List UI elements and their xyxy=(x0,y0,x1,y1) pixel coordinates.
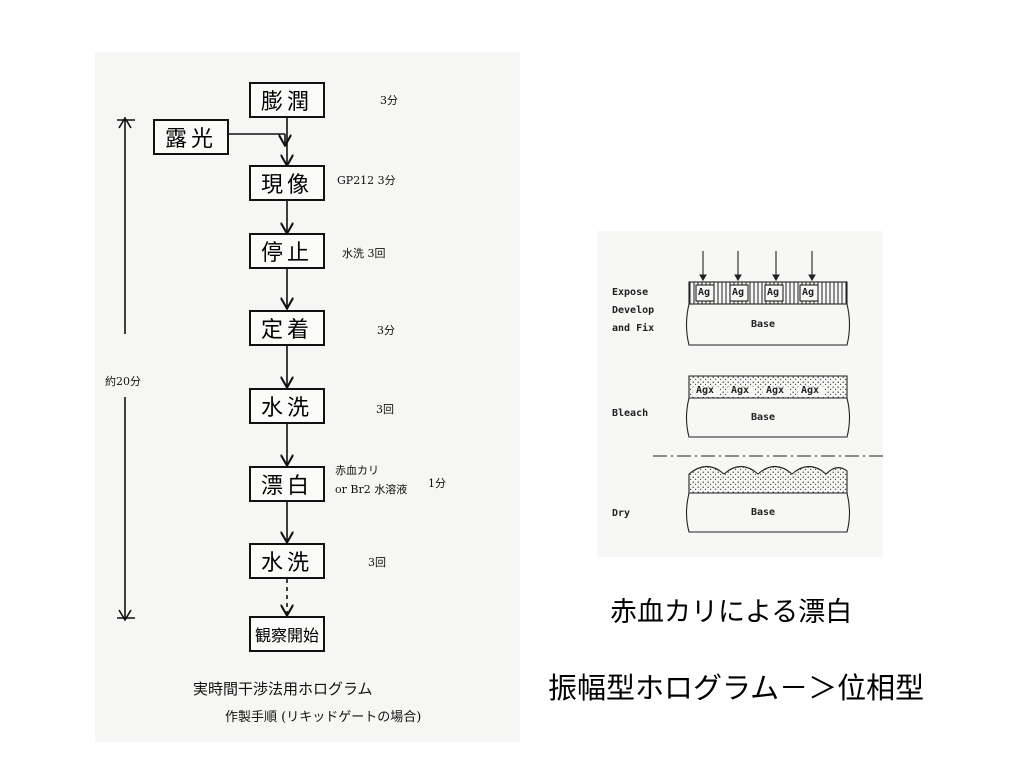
agx-grain-1: Agx xyxy=(696,385,715,396)
process-cross-sections xyxy=(653,251,883,533)
flowchart-connectors xyxy=(117,116,520,622)
step-expose: 露光 xyxy=(153,119,229,155)
note-swell-time: 3分 xyxy=(380,94,398,107)
procedure-flowchart: 膨潤 露光 現像 停止 定着 水洗 漂白 水洗 観察開始 3分 GP212 3分… xyxy=(95,52,520,742)
base-label-1: Base xyxy=(751,319,776,330)
step-develop: 現像 xyxy=(249,165,325,201)
note-wash2-count: 3回 xyxy=(368,556,386,569)
label-develop: Develop xyxy=(612,305,655,316)
step-bleach: 漂白 xyxy=(249,466,325,502)
bleach-process-figure: Expose Develop and Fix Bleach Dry Ag Ag … xyxy=(597,231,883,557)
base-label-3: Base xyxy=(751,507,776,518)
step-wash-1: 水洗 xyxy=(249,388,325,424)
ag-grain-4: Ag xyxy=(802,287,815,298)
label-and-fix: and Fix xyxy=(612,323,655,334)
flowchart-caption-subtitle: 作製手順 (リキッドゲートの場合) xyxy=(225,710,422,725)
step-observe: 観察開始 xyxy=(249,616,325,652)
label-dry: Dry xyxy=(612,508,631,519)
note-bleach-agent: 赤血カリ xyxy=(335,464,379,477)
note-stop: 水洗 3回 xyxy=(342,247,386,260)
step-wash-2: 水洗 xyxy=(249,543,325,579)
label-bleach: Bleach xyxy=(612,408,649,419)
agx-grain-2: Agx xyxy=(731,385,750,396)
note-wash1-count: 3回 xyxy=(376,403,394,416)
note-bleach-time: 1分 xyxy=(428,477,446,490)
agx-grain-3: Agx xyxy=(766,385,785,396)
total-time-label: 約20分 xyxy=(105,375,141,388)
bleach-method-caption: 赤血カリによる漂白 xyxy=(610,597,853,628)
ag-grain-2: Ag xyxy=(732,287,745,298)
ag-grain-3: Ag xyxy=(767,287,780,298)
hologram-conversion-caption: 振幅型ホログラム－＞位相型 xyxy=(548,671,925,705)
ag-grain-1: Ag xyxy=(698,287,711,298)
step-fix: 定着 xyxy=(249,310,325,346)
label-expose: Expose xyxy=(612,287,649,298)
note-develop: GP212 3分 xyxy=(337,174,396,187)
step-swell: 膨潤 xyxy=(249,82,325,118)
flowchart-caption-title: 実時間干渉法用ホログラム xyxy=(193,680,373,698)
note-fix-time: 3分 xyxy=(377,324,395,337)
agx-grain-4: Agx xyxy=(801,385,820,396)
note-bleach-alt: or Br2 水溶液 xyxy=(335,483,408,496)
base-label-2: Base xyxy=(751,412,776,423)
step-stop: 停止 xyxy=(249,233,325,269)
